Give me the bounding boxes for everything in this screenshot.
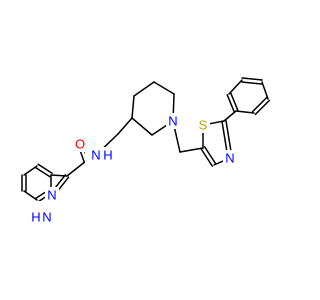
bond-26	[173, 127, 181, 153]
molecule-structure: O N H N H N N S N	[21, 77, 271, 231]
bond-42	[251, 96, 268, 113]
bond-44	[235, 110, 255, 114]
bond-20	[131, 95, 135, 119]
bond-36	[230, 92, 239, 111]
bond-27	[179, 147, 204, 153]
bond-4	[35, 166, 51, 178]
bond-37	[226, 94, 235, 113]
atom-label-thiazole-n: N	[225, 151, 234, 166]
bond-33	[203, 146, 217, 165]
atom-label-amide-h: H	[103, 148, 112, 163]
bond-41	[261, 81, 269, 100]
bond-11	[57, 176, 70, 192]
thiazole-sulfur-atom: S	[196, 117, 210, 133]
bond-35	[223, 110, 237, 122]
thiazole-nitrogen-atom: N	[223, 150, 237, 166]
bond-38	[228, 79, 243, 95]
bond-19	[117, 117, 133, 135]
bond-39	[241, 81, 263, 85]
atom-label-indazole-n1: N	[42, 210, 51, 225]
bond-40	[241, 77, 263, 81]
bond-layer	[21, 77, 271, 211]
bond-23	[172, 93, 175, 115]
bond-3	[23, 165, 38, 176]
bond-16	[79, 150, 85, 163]
atom-label-thiazole-s: S	[199, 118, 208, 133]
bond-21	[133, 81, 155, 97]
atom-label-layer: O N H N H N N S N	[30, 113, 237, 231]
bond-43	[254, 99, 271, 116]
atom-label-indazole-n2: N	[47, 188, 56, 203]
atom-label-piperidine-n: N	[168, 114, 177, 129]
bond-14	[66, 160, 87, 177]
indazole-n1-atom: H N	[30, 201, 60, 231]
bond-30	[221, 120, 228, 153]
atom-label-amide-n: N	[91, 148, 100, 163]
atom-label-o1: O	[75, 137, 85, 152]
bond-5	[37, 163, 53, 175]
bond-31	[225, 119, 232, 152]
piperidine-nitrogen-atom: N	[166, 113, 180, 129]
amide-nitrogen-atom: N H	[85, 147, 117, 163]
bond-24	[151, 124, 168, 136]
oxygen-atom: O	[73, 136, 87, 152]
atom-label-indazole-h: H	[31, 210, 40, 225]
bond-12	[54, 174, 67, 190]
bond-0	[23, 190, 38, 201]
bond-25	[131, 117, 153, 136]
bond-13	[50, 174, 68, 177]
indazole-n2-atom: N	[45, 187, 59, 203]
bond-34	[200, 148, 214, 167]
bond-22	[153, 81, 175, 95]
